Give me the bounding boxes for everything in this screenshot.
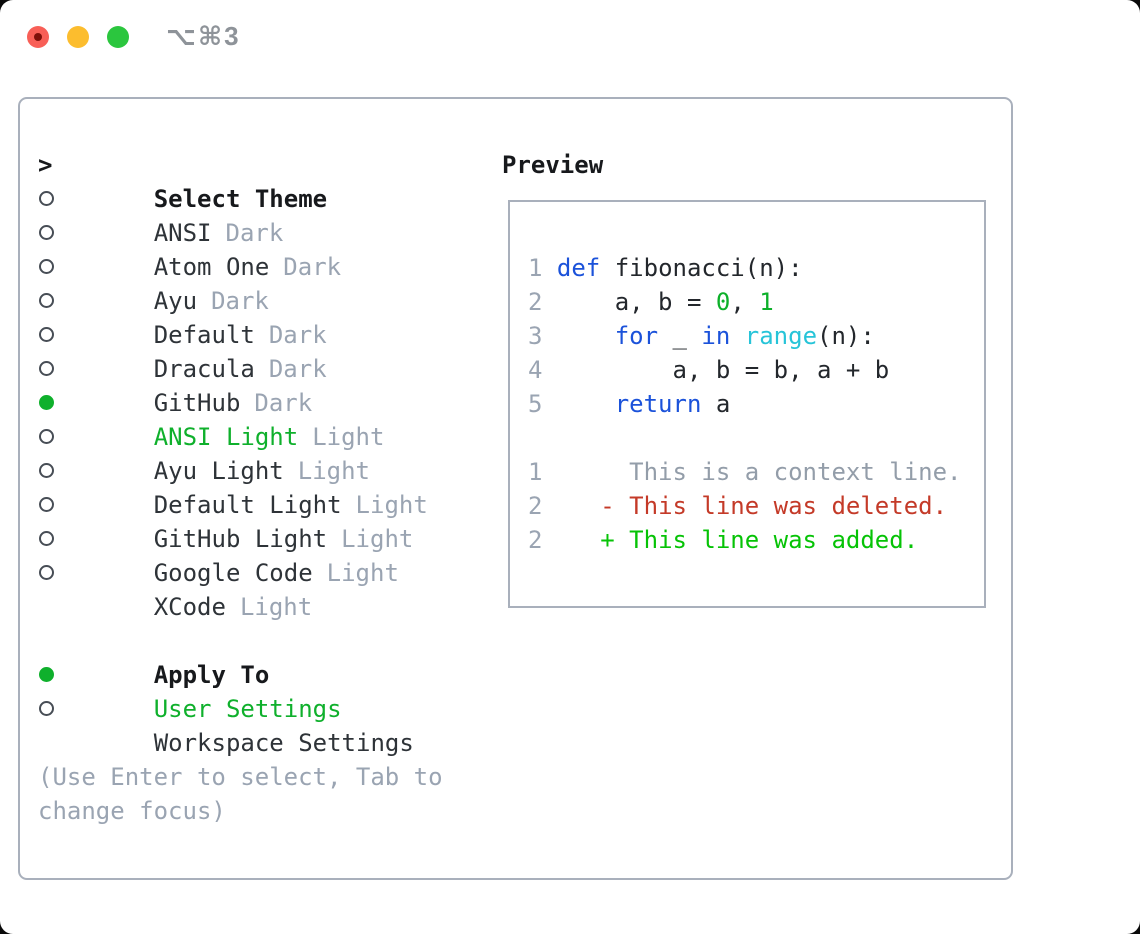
radio-selected-icon (39, 667, 54, 682)
variant-tag: Dark (211, 287, 269, 315)
diff-deleted-line: 2 - This line was deleted. (528, 492, 948, 520)
spacer (38, 590, 478, 624)
apply-to-header: Apply To (38, 624, 478, 689)
code-preview: 1 def fibonacci(n): 2 a, b = 0, 1 3 for … (528, 251, 961, 557)
radio-icon (39, 225, 54, 240)
diff-added-line: 2 + This line was added. (528, 526, 919, 554)
radio-icon (39, 701, 54, 716)
minimize-button[interactable] (67, 26, 89, 48)
radio-icon (39, 497, 54, 512)
keyboard-hint-line1: (Use Enter to select, Tab to (38, 763, 443, 791)
radio-icon (39, 191, 54, 206)
code-line: 1 def fibonacci(n): (528, 254, 803, 282)
variant-tag: Light (341, 525, 414, 553)
spacer (38, 726, 478, 760)
window-title-shortcut: ⌥⌘3 (166, 21, 241, 51)
close-button[interactable] (27, 26, 49, 48)
keyboard-hint-line2: change focus) (38, 797, 226, 825)
radio-icon (39, 531, 54, 546)
variant-tag: Light (239, 593, 313, 621)
preview-pane: 1 def fibonacci(n): 2 a, b = 0, 1 3 for … (508, 200, 986, 608)
variant-tag: Light (326, 559, 399, 587)
apply-option-user-settings[interactable]: User Settings (38, 658, 478, 723)
radio-icon (39, 429, 54, 444)
code-line: 4 a, b = b, a + b (528, 356, 890, 384)
select-theme-header: > Select Theme (38, 148, 478, 213)
variant-tag: Dark (268, 321, 327, 349)
preview-title: Preview (502, 151, 604, 179)
radio-icon (39, 327, 54, 342)
apply-option-workspace-settings[interactable]: Workspace Settings (38, 692, 478, 757)
code-line: 5 return a (528, 390, 731, 418)
radio-icon (39, 361, 54, 376)
zoom-button[interactable] (107, 26, 129, 48)
radio-icon (39, 463, 54, 478)
radio-selected-icon (39, 395, 54, 410)
variant-tag: Light (355, 491, 428, 519)
focus-arrow-icon: > (38, 151, 53, 179)
radio-icon (39, 293, 54, 308)
variant-tag: Light (312, 423, 385, 451)
apply-to-title: Apply To (153, 661, 270, 689)
diff-context-line: 1 This is a context line. (528, 458, 962, 486)
variant-tag: Light (297, 457, 370, 485)
variant-tag: Dark (268, 355, 327, 383)
variant-tag: Dark (254, 389, 313, 417)
code-line: 2 a, b = 0, 1 (528, 288, 774, 316)
code-line: 3 for _ in range(n): (528, 322, 875, 350)
code-line-blank (528, 421, 961, 455)
select-theme-title: Select Theme (153, 185, 328, 213)
radio-icon (39, 259, 54, 274)
radio-icon (39, 565, 54, 580)
variant-tag: Dark (283, 253, 342, 281)
variant-tag: Dark (225, 219, 284, 247)
